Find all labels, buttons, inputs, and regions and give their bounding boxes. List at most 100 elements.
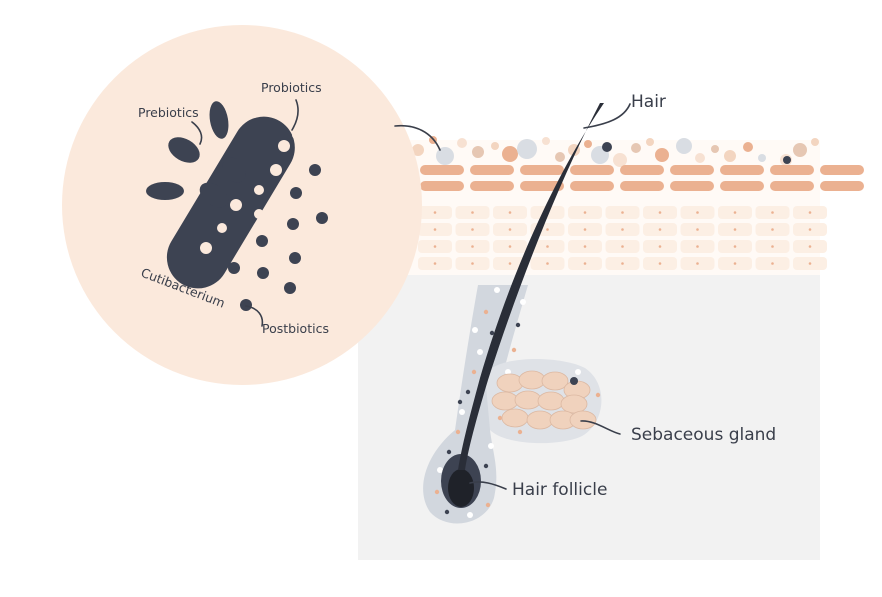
label-hair-follicle: Hair follicle — [512, 480, 607, 500]
epidermis-cell-nucleus — [546, 228, 549, 231]
follicle-particle — [457, 399, 463, 405]
bacterium-spot — [217, 223, 227, 233]
epidermis-cell-nucleus — [696, 228, 699, 231]
gland-cell — [569, 410, 597, 430]
follicle-particle — [488, 443, 494, 449]
follicle-particle — [455, 429, 461, 435]
leader-follicle — [469, 481, 507, 490]
skin-band-cell — [720, 181, 764, 191]
label-sebaceous-gland: Sebaceous gland — [631, 425, 776, 445]
follicle-particle — [515, 322, 521, 328]
follicle-particle — [483, 463, 489, 469]
skin-surface-particle — [724, 150, 736, 162]
skin-band-cell — [820, 181, 864, 191]
epidermis-cell-nucleus — [733, 262, 737, 265]
skin-band-cell — [620, 165, 664, 175]
skin-surface-particle — [655, 148, 669, 162]
label-hair: Hair — [631, 92, 666, 112]
epidermis-cell-nucleus — [808, 211, 812, 214]
postbiotic-dot-icon — [284, 282, 296, 294]
skin-surface-particle — [613, 153, 627, 167]
epidermis-cell-nucleus — [583, 211, 587, 214]
epidermis-cell-nucleus — [771, 228, 774, 231]
skin-surface-particle — [472, 146, 484, 158]
epidermis-cell-nucleus — [771, 211, 774, 214]
postbiotic-dot-icon — [290, 187, 302, 199]
skin-surface-particle — [517, 139, 537, 159]
bacterium-spot — [292, 131, 300, 139]
follicle-particle — [459, 409, 465, 415]
skin-band-cell — [520, 165, 564, 175]
epidermis-cell-nucleus — [808, 228, 812, 231]
epidermis-cell-nucleus — [433, 262, 437, 265]
skin-band-cell — [770, 165, 814, 175]
skin-surface-particle — [542, 137, 550, 145]
epidermis-cell-nucleus — [733, 211, 737, 214]
bacterium-spot — [254, 209, 264, 219]
epidermis-cell-nucleus — [471, 262, 474, 265]
gland-cell — [560, 394, 588, 414]
postbiotic-dot-icon — [289, 252, 301, 264]
epidermis-cell-nucleus — [546, 245, 549, 248]
label-probiotics: Probiotics — [261, 80, 322, 95]
epidermis-cell-nucleus — [433, 245, 437, 248]
skin-surface-particle — [631, 143, 641, 153]
gland-cell — [496, 373, 524, 393]
follicle-particle — [471, 369, 477, 375]
epidermis-cell-nucleus — [658, 245, 662, 248]
postbiotic-dot-icon — [240, 299, 252, 311]
follicle-particle — [505, 369, 511, 375]
epidermis-cell-nucleus — [508, 262, 512, 265]
bacterium-spot — [200, 242, 212, 254]
epidermis-cell-nucleus — [696, 262, 699, 265]
follicle-particle — [595, 392, 601, 398]
bacterium-spots — [200, 131, 300, 254]
epidermis-cell-nucleus — [696, 245, 699, 248]
epidermis-cell-nucleus — [621, 245, 624, 248]
skin-band-cell — [770, 181, 814, 191]
prebiotic-particle-icon — [168, 137, 200, 163]
skin-surface-particle — [783, 156, 791, 164]
skin-surface-particle — [676, 138, 692, 154]
bacterium-spot — [254, 185, 264, 195]
epidermis-cell-nucleus — [621, 228, 624, 231]
epidermis-cell-nucleus — [621, 211, 624, 214]
follicle-particle — [434, 489, 440, 495]
gland-particle — [570, 377, 578, 385]
gland-cell — [501, 408, 529, 428]
skin-band-cell — [720, 165, 764, 175]
epidermis-cell-nucleus — [771, 245, 774, 248]
follicle-particle — [467, 512, 473, 518]
postbiotic-dots — [228, 164, 328, 311]
postbiotic-dot-icon — [256, 235, 268, 247]
skin-surface-particle — [412, 144, 424, 156]
bacterium-spot — [270, 164, 282, 176]
epidermis-cell-nucleus — [583, 245, 587, 248]
skin-surface-particle — [602, 142, 612, 152]
skin-band-cell — [570, 165, 614, 175]
hair-strand-icon — [458, 103, 604, 470]
skin-surface-particle — [491, 142, 499, 150]
skin-band-cell — [420, 165, 464, 175]
skin-band-cell — [420, 181, 464, 191]
follicle-particle — [511, 347, 517, 353]
follicle-particle — [517, 429, 523, 435]
leader-postbiotics — [245, 305, 264, 327]
follicle-particle — [520, 299, 526, 305]
epidermis-cell-nucleus — [471, 211, 474, 214]
epidermis-cell-nucleus — [471, 228, 474, 231]
prebiotic-particle-icon — [222, 157, 246, 183]
epidermis-cell-nucleus — [508, 211, 512, 214]
epidermis-cell-nucleus — [433, 211, 437, 214]
epidermis-cell-nucleus — [583, 262, 587, 265]
gland-cell — [537, 391, 565, 411]
skin-surface-particle — [584, 140, 592, 148]
prebiotic-particle-icon — [209, 101, 229, 139]
epidermis-cell-nucleus — [808, 245, 812, 248]
epidermis-cell-nucleus — [621, 262, 624, 265]
follicle-particle — [575, 369, 581, 375]
skin-band-cell — [670, 181, 714, 191]
skin-surface-particle — [811, 138, 819, 146]
skin-surface-particle — [695, 153, 705, 163]
